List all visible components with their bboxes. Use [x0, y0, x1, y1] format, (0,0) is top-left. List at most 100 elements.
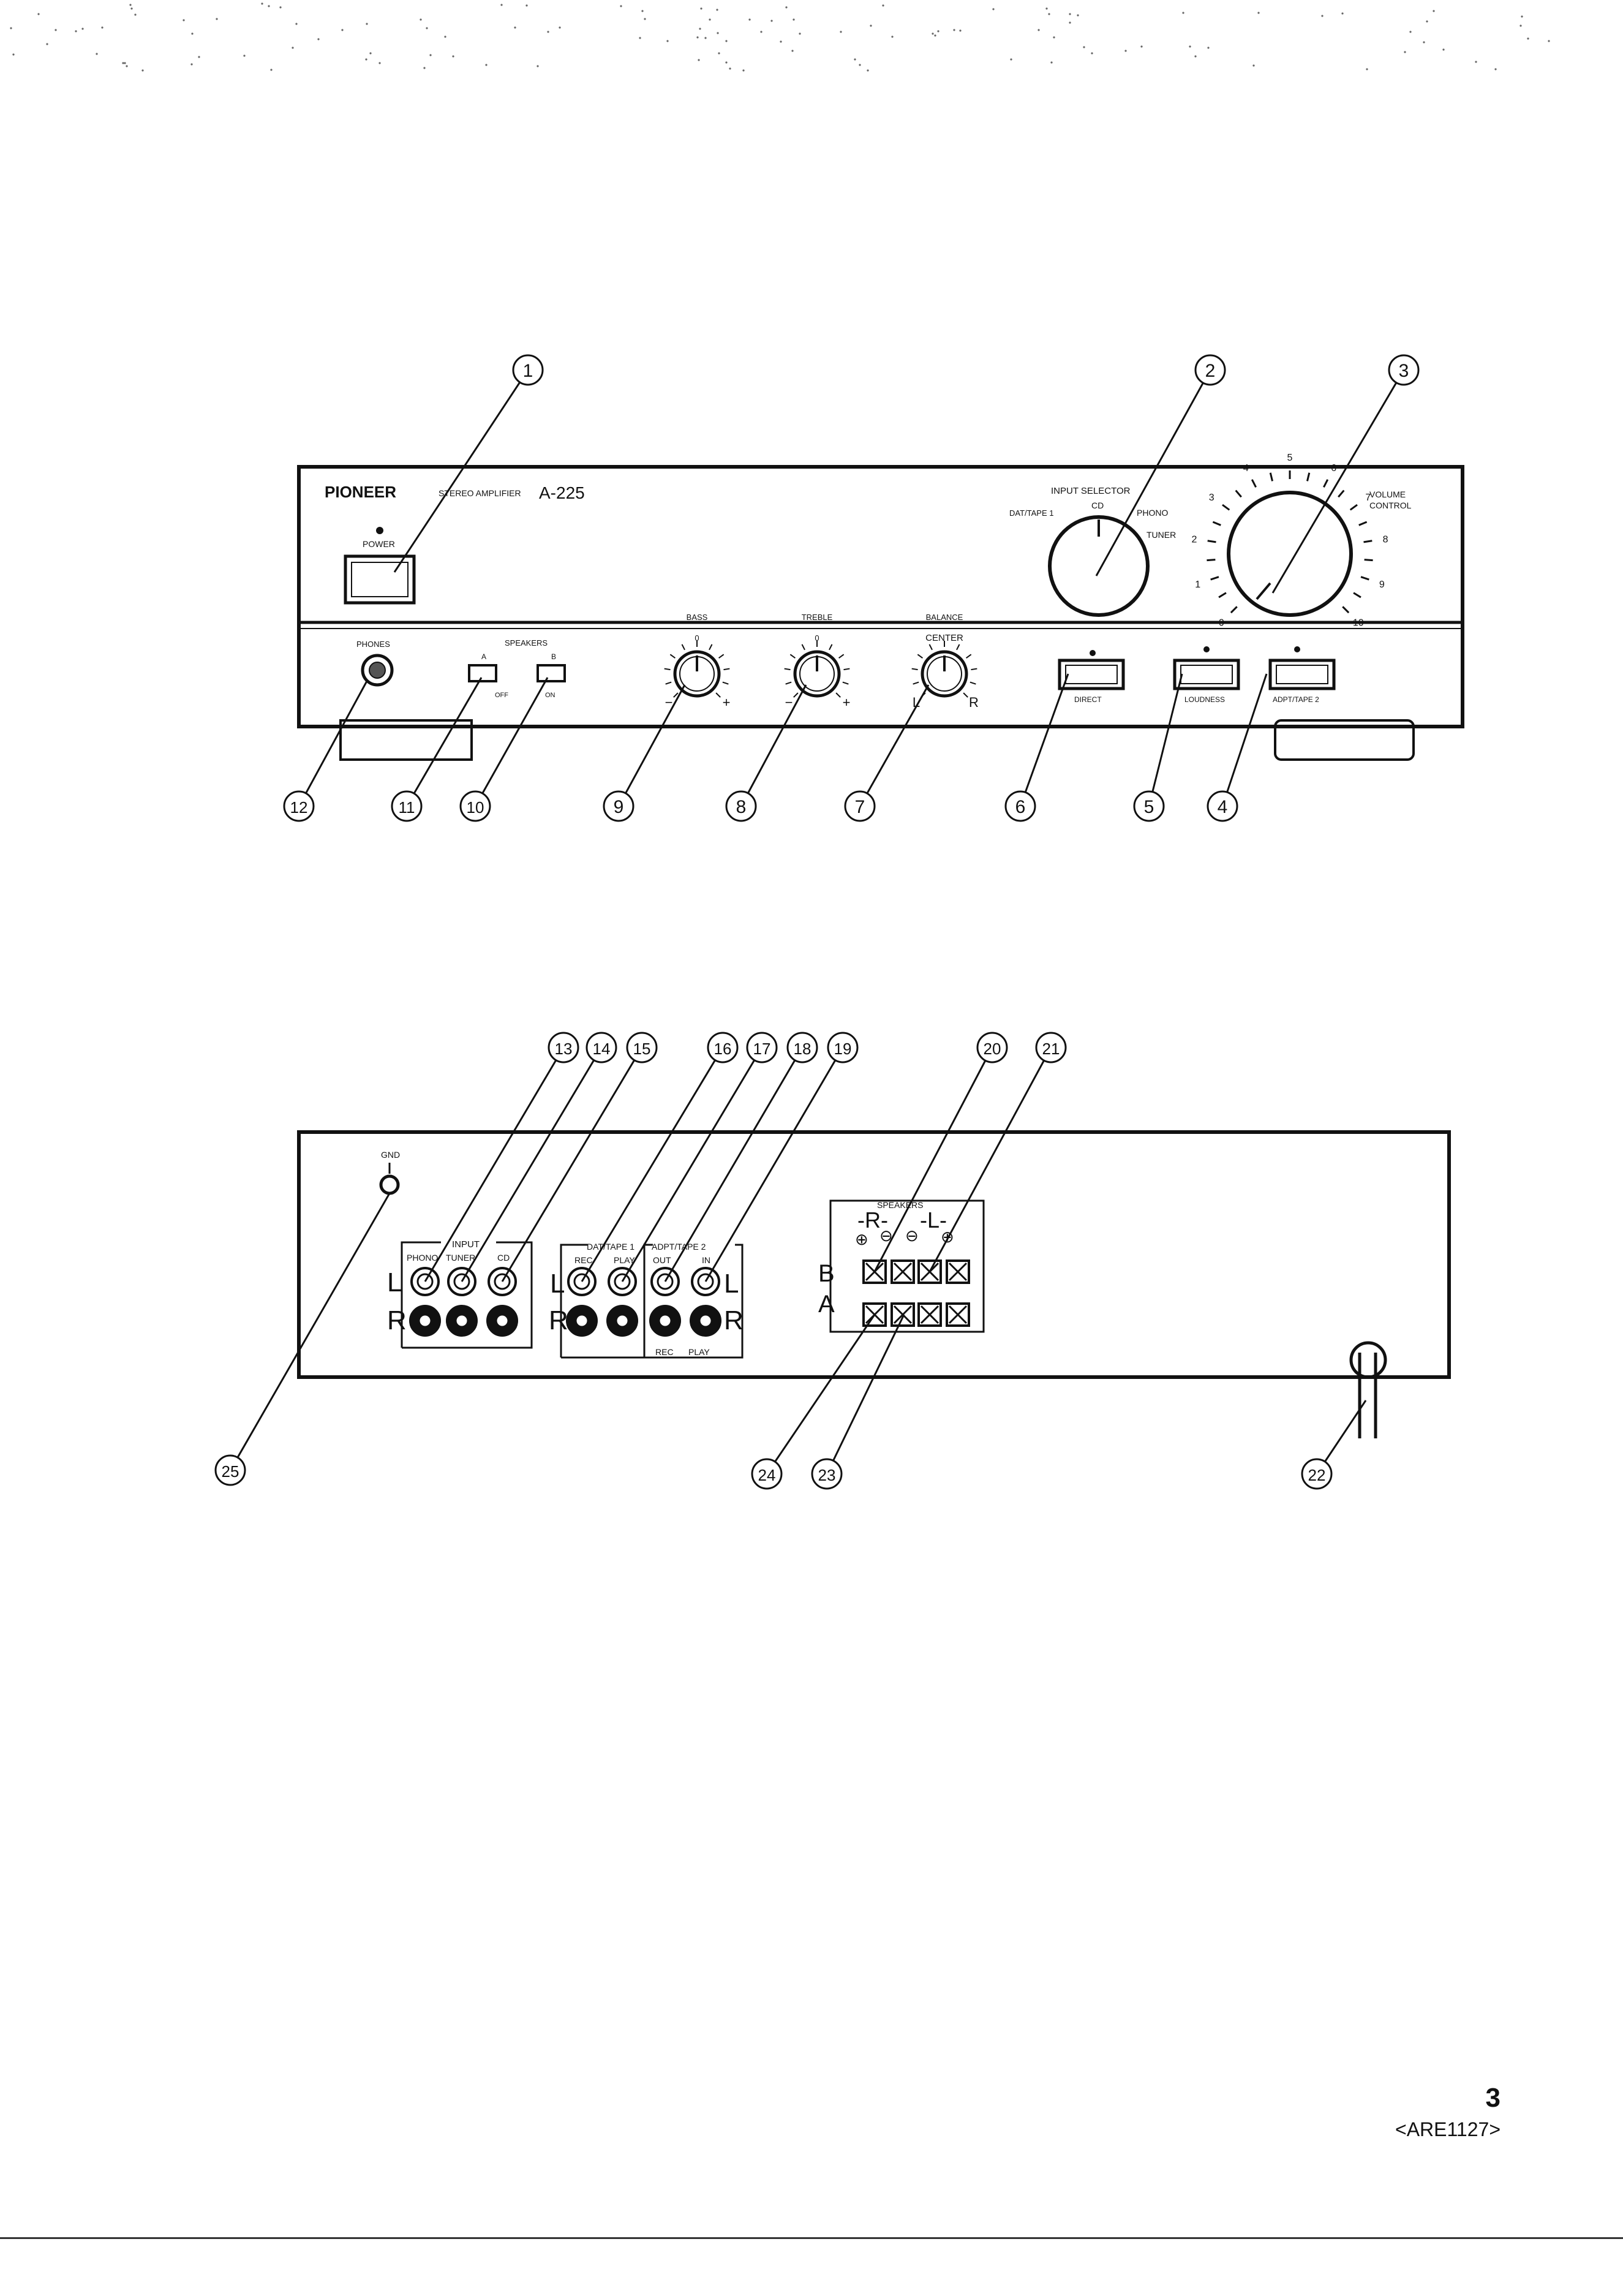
- scan-dot: [1404, 51, 1406, 53]
- phones-jack[interactable]: [361, 654, 394, 687]
- callout-leader: [1148, 673, 1183, 807]
- speaker-terminal-a[interactable]: [862, 1302, 887, 1327]
- scan-dot: [644, 18, 646, 20]
- callout-number: 20: [984, 1040, 1001, 1058]
- phones-jack-hole: [369, 662, 386, 679]
- speaker-terminal-b[interactable]: [917, 1259, 942, 1284]
- speaker-terminal-b[interactable]: [946, 1259, 970, 1284]
- scan-dot: [934, 34, 936, 37]
- loudness-button[interactable]: [1173, 659, 1240, 690]
- adpt-tape2-button-inner: [1276, 665, 1328, 684]
- speaker-terminal-a[interactable]: [946, 1302, 970, 1327]
- scan-dot: [12, 53, 15, 56]
- scan-dot: [959, 29, 962, 32]
- scan-dot: [444, 36, 446, 38]
- speaker-terminals: [862, 1259, 970, 1327]
- adpt-out-jack-l[interactable]: [650, 1267, 680, 1296]
- phono-jack-l[interactable]: [410, 1267, 440, 1296]
- balance-label: BALANCE: [926, 613, 963, 622]
- speaker-a-button[interactable]: [468, 664, 497, 682]
- scan-dot: [1124, 50, 1127, 52]
- adpt-out-jack-l-inner: [657, 1273, 674, 1290]
- speaker-terminal-b[interactable]: [862, 1259, 887, 1284]
- rear-panel: GND INPUT PHONO TUNER CD L R DAT/TAPE 1 …: [297, 1130, 1451, 1438]
- volume-tick: [1306, 472, 1311, 481]
- adpt-in-jack-l[interactable]: [691, 1267, 720, 1296]
- input-selector-knob[interactable]: [1048, 515, 1150, 617]
- callout-number: 19: [834, 1040, 852, 1058]
- treble-tick: [843, 668, 850, 671]
- speaker-b-button[interactable]: [537, 664, 566, 682]
- gnd-terminal[interactable]: [379, 1174, 400, 1195]
- callout-leader: [229, 1193, 391, 1471]
- callout-circle: [1035, 1032, 1067, 1063]
- scan-dot: [1189, 45, 1191, 48]
- dat-group-box: [561, 1244, 653, 1359]
- scan-dot: [1321, 15, 1324, 17]
- spk-r-plus: ⊕: [855, 1230, 868, 1248]
- volume-tick: [1210, 576, 1219, 581]
- scan-dot: [1475, 61, 1477, 63]
- dat-rec-jack-r-inner: [574, 1313, 589, 1328]
- bass-knob[interactable]: [673, 650, 721, 698]
- dat-group-box-left: [560, 1244, 588, 1358]
- scan-dot: [859, 64, 861, 66]
- scan-dot: [369, 52, 372, 55]
- input-group-box-left: [401, 1241, 441, 1348]
- phones-label: PHONES: [356, 640, 390, 649]
- scan-dot: [365, 58, 367, 61]
- treble-tick: [784, 668, 791, 671]
- balance-knob[interactable]: [921, 650, 968, 698]
- dat-play-jack-l[interactable]: [608, 1267, 637, 1296]
- scan-dot: [10, 27, 12, 29]
- cd-jack-l-inner: [494, 1273, 511, 1290]
- power-indicator: [376, 527, 383, 534]
- tuner-jack-l[interactable]: [447, 1267, 476, 1296]
- scan-dot: [937, 30, 940, 32]
- scan-dot: [129, 4, 132, 6]
- scan-dot: [717, 32, 719, 34]
- dat-rec-jack-l[interactable]: [567, 1267, 597, 1296]
- callout-circle: [214, 1454, 246, 1486]
- bass-tick: [664, 668, 671, 671]
- volume-knob[interactable]: [1227, 491, 1353, 617]
- balance-tick: [963, 692, 968, 698]
- callout-leader: [393, 369, 529, 573]
- speaker-a-label: A: [481, 652, 486, 661]
- callout-number: 1: [523, 361, 533, 381]
- callout-leader: [873, 1047, 993, 1272]
- adpt-tape2-button[interactable]: [1268, 659, 1336, 690]
- terminal-cross: [920, 1305, 940, 1324]
- model-caption: STEREO AMPLIFIER: [439, 488, 521, 498]
- scan-dot: [420, 18, 422, 21]
- scan-dot: [122, 62, 124, 64]
- speaker-on-label: ON: [545, 692, 555, 699]
- direct-button[interactable]: [1058, 659, 1125, 690]
- scan-dot: [1366, 68, 1368, 70]
- scan-dot: [704, 37, 707, 39]
- volume-scale-label: 5: [1287, 453, 1293, 463]
- volume-scale-label: 9: [1379, 580, 1385, 590]
- callout-leader: [1221, 673, 1268, 807]
- scan-dot: [793, 18, 795, 21]
- scan-dot: [191, 32, 194, 35]
- power-button[interactable]: [344, 554, 416, 605]
- cd-jack-l[interactable]: [488, 1267, 517, 1296]
- dat-channel-r: R: [549, 1305, 568, 1335]
- volume-tick: [1349, 504, 1358, 511]
- volume-scale-label: 2: [1191, 534, 1197, 545]
- input-tuner-label: TUNER: [446, 1253, 475, 1263]
- speaker-terminal-a[interactable]: [917, 1302, 942, 1327]
- dat-play-label: PLAY: [614, 1255, 635, 1265]
- scan-dot: [1053, 36, 1055, 39]
- treble-knob[interactable]: [793, 650, 841, 698]
- scan-dot: [279, 6, 282, 9]
- treble-tick: [829, 644, 833, 651]
- callout-leader: [474, 677, 549, 807]
- terminal-cross: [893, 1262, 913, 1282]
- power-label: POWER: [363, 539, 395, 549]
- scan-dot: [1069, 13, 1071, 15]
- speaker-terminal-b[interactable]: [891, 1259, 915, 1284]
- speaker-terminal-a[interactable]: [891, 1302, 915, 1327]
